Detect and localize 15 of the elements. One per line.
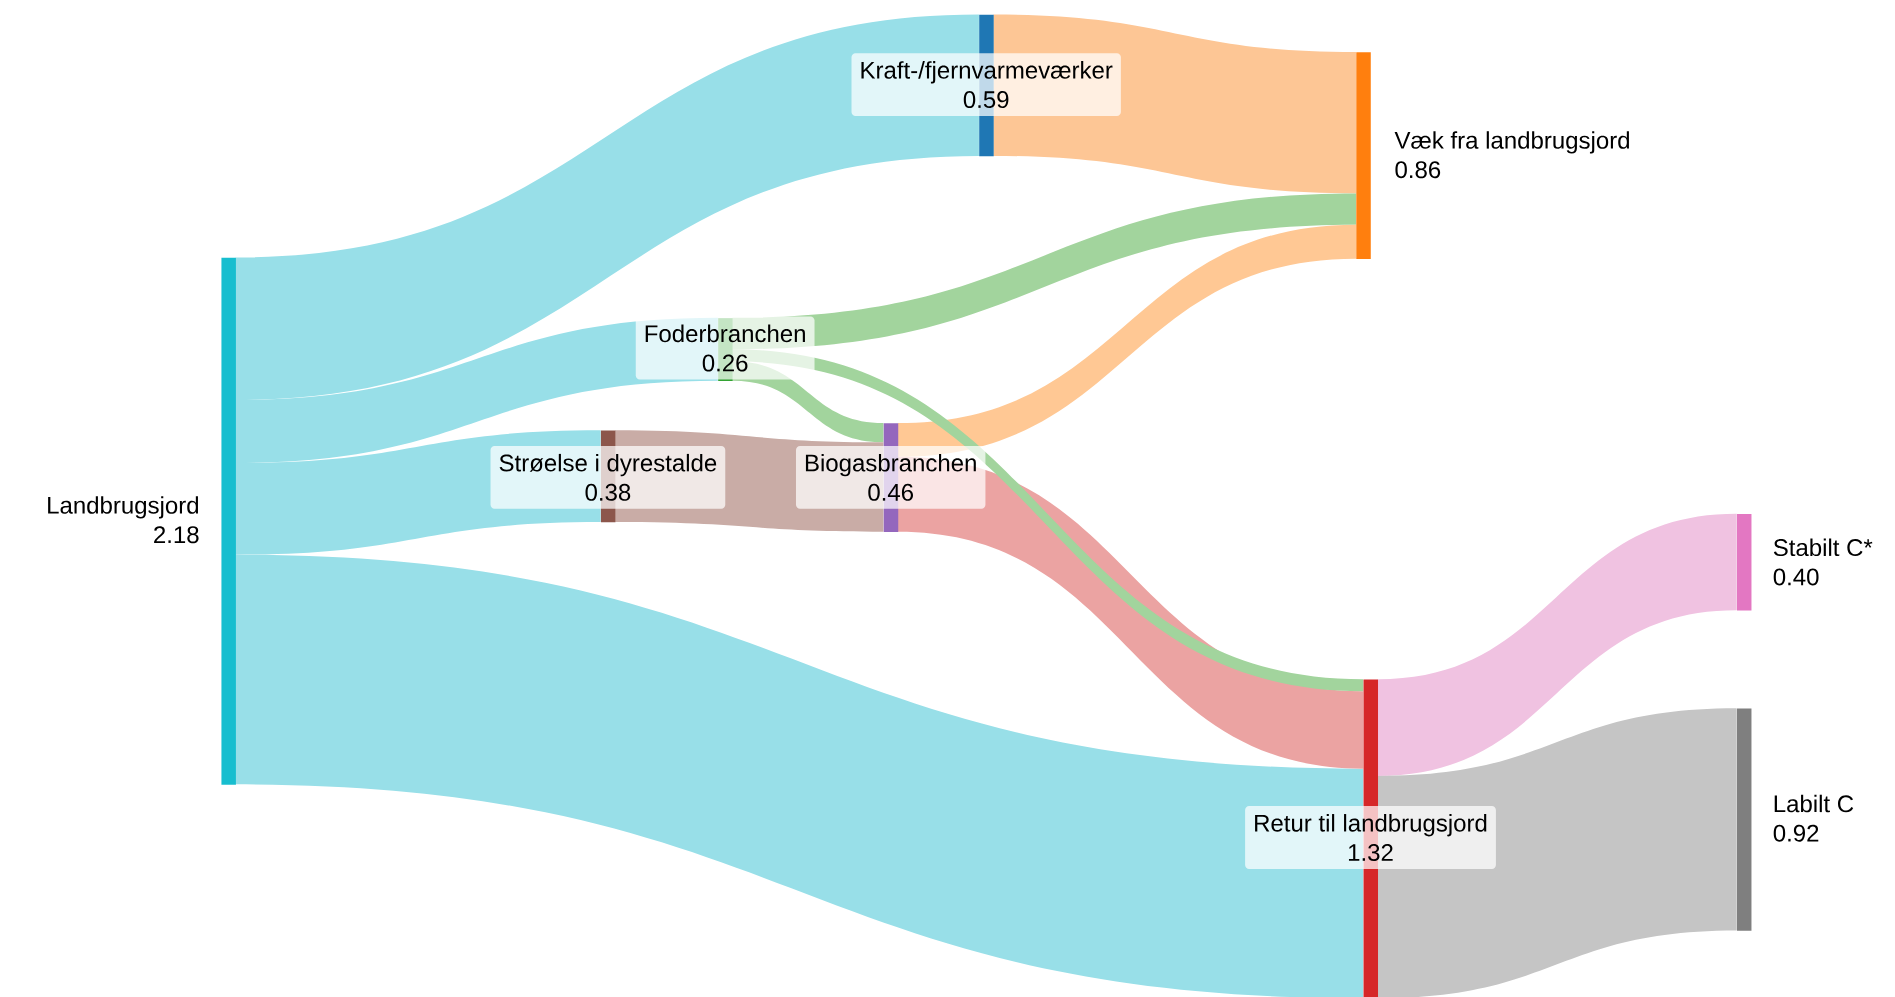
flow-band [1377,708,1737,997]
flow-band [235,14,979,401]
node-label: Foderbranchen 0.26 [635,316,815,380]
node-label: Kraft-/fjernvarmeværker 0.59 [851,53,1121,117]
node-label: Labilt C 0.92 [1773,794,1854,842]
sankey-bar [221,257,236,785]
node-label: Landbrugsjord 2.18 [48,496,199,544]
node-label: Retur til landbrugsjord 1.32 [1245,806,1496,869]
sankey-bar [1356,52,1371,259]
node-label: Biogasbranchen 0.46 [795,445,986,509]
flow-band [235,554,1364,997]
node-label: Stabilt C* 0.40 [1773,538,1873,586]
flow-band [1377,513,1737,776]
node-label: Strøelse i dyrestalde 0.38 [490,445,726,509]
node-label: Væk fra landbrugsjord 0.86 [1394,131,1629,179]
